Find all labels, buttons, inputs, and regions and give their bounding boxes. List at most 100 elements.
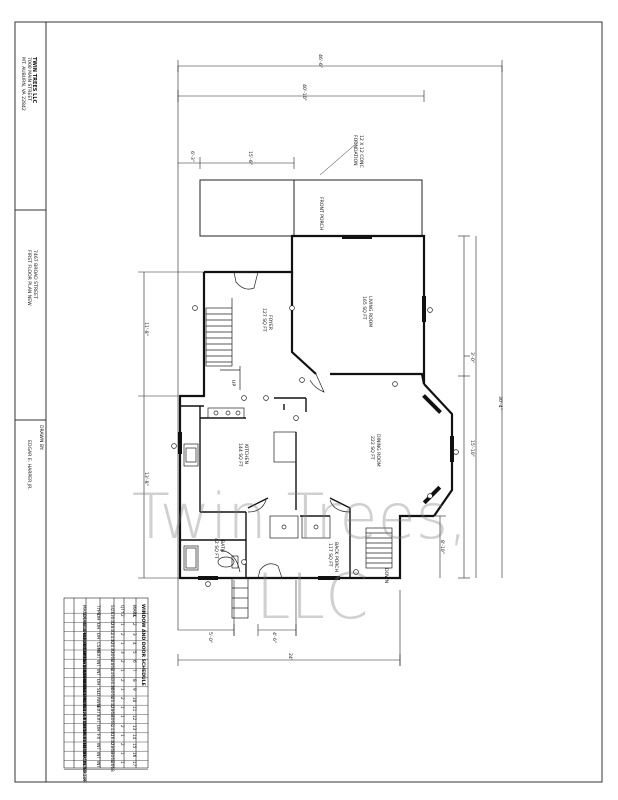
dim-right-overall: 30'-4" [497,396,502,410]
schedule-cell: INT [96,752,101,760]
schedule-cell: 3 [132,632,137,636]
schedule-cell: INT [96,660,101,668]
schedule-cell: DH [96,623,101,630]
dim-bottom-left: 5'-0" [207,632,212,643]
schedule-cell: 15 [132,743,137,749]
electrical-markers [171,305,459,587]
schedule-cell: FX [96,733,101,740]
drawn-by-name: EDGAR E. HARPER JR. [26,440,31,490]
schedule-cell: 10 [132,697,137,703]
main-stair [205,298,241,390]
foyer-label: FOYER [267,315,272,330]
kitchen-area: 144 SQ FT [237,443,242,467]
schedule-cell: 1 [120,733,125,737]
dim-foyer-v: 11'-8" [143,322,148,336]
stair-down-label: DOWN [383,568,388,584]
dim-seg-left: 6'-3" [189,151,194,162]
schedule-cell: 2 [120,614,125,617]
schedule-cell: EXT [96,651,101,659]
schedule-cell: 14 [132,733,137,740]
company-address: 7000 MAIN STREET [26,57,31,102]
schedule-cell: DH [96,678,101,685]
schedule-cell: DH [96,632,101,639]
schedule-cell: 11 [132,706,137,712]
door-swings [219,271,351,579]
schedule-cell: INT [96,669,101,677]
schedule-header-cell: SIZE [110,605,115,615]
schedule-cell: 13 [132,724,137,730]
schedule-cell: 2 [120,724,125,728]
schedule-cell: 5 [132,651,137,654]
front-porch [199,141,423,237]
schedule-cell: 1 [120,623,125,627]
schedule-cell: EXT [96,715,101,724]
stair-up-label: UP [230,380,235,387]
schedule-cell: DH [96,614,101,621]
living-room-area: 165 SQ FT [361,296,366,320]
schedule-cell: SLD [96,687,101,697]
kitchen-label: KITCHEN [243,444,248,464]
project-address: 7467 BROAD STREET [32,250,37,299]
schedule-cell: 17 [132,761,137,767]
schedule-row-lines [64,613,148,770]
schedule-cell: 6 [132,660,137,663]
schedule-cell: 2 [120,743,125,746]
schedule-cell: 1 [120,761,125,765]
schedule-cell: 4 [132,641,137,645]
bath-fixtures [183,545,239,571]
schedule-cell: 1 [120,715,125,719]
schedule-cell: 2 [120,632,125,636]
dim-bottom-overall: 24' [287,653,292,661]
foyer-area: 127 SQ FT [261,308,266,332]
schedule-cell: 2 [132,623,137,627]
schedule-header-cell: QTY [120,605,125,614]
schedule-cell: 12 [132,715,137,721]
schedule-cell: EXT [96,706,101,715]
company-city: MT. AUBURN, VA 22842 [20,57,25,111]
schedule-cell: 1 [120,752,125,755]
schedule-cell: INTERIOR [82,761,87,782]
schedule-cell: 1 [120,641,125,645]
dim-right-small: 3'-0" [469,352,474,363]
schedule-cell: 2 [120,660,125,663]
schedule-title: WINDOW AND DOOR SCHEDULE [140,604,145,686]
company-name: TWIN TREES LLC [31,57,37,104]
sheet-border [14,21,603,783]
back-stair [365,527,393,569]
schedule-cell: 3 [120,651,125,654]
dim-seg-mid: 15'-6" [247,151,252,165]
schedule-cell: 2 [120,697,125,700]
dim-second-top: 40'-10" [301,84,306,101]
schedule-cell: 1 [132,614,137,617]
sheet-title: FIRST FLOOR PLAN NEW [26,250,31,306]
watermark-line-1: Twin Trees, [132,480,468,553]
schedule-cell: DH [96,724,101,731]
dim-overall-top: 46'-6" [317,54,322,68]
drawn-by-label: DRAWN BY: [38,425,43,451]
schedule-cell: 2668 [110,761,115,773]
kitchen-fixtures [183,407,331,539]
schedule-cell: 1 [120,687,125,691]
exterior-steps [231,577,249,619]
dining-room-label: DINING ROOM [375,434,380,467]
foundation-note-2: FOUNDATION [352,135,357,166]
schedule-cell: 1 [120,669,125,673]
schedule-cell: 1 [120,706,125,709]
watermark-line-2: LLC [256,560,369,633]
schedule-cell: INT [96,743,101,750]
living-room-label: LIVING ROOM [367,296,372,328]
dimension-lines [138,60,503,666]
foundation-note: 12 X 12 CONC [358,135,363,168]
schedule-grid [63,597,149,769]
dining-room-area: 222 SQ FT [369,436,374,460]
schedule-cell: 8 [132,678,137,682]
schedule-cell: 9 [132,687,137,691]
schedule-cell: 7 [132,669,137,673]
schedule-cell: INT [96,761,101,769]
front-porch-label: FRONT PORCH [318,197,323,231]
dim-bottom-mid: 4'-6" [271,632,276,643]
schedule-cell: 2 [120,678,125,682]
dim-dining-v: 15'-10" [469,440,474,457]
schedule-cell: 16 [132,752,137,758]
